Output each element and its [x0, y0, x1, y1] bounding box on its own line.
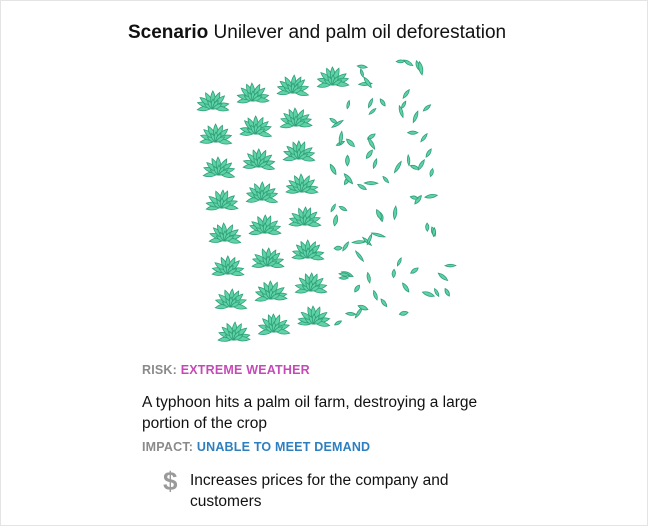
torn-leaves [376, 205, 398, 223]
palm-plant [285, 173, 319, 194]
palm-plant [279, 107, 313, 129]
torn-leaves [409, 193, 439, 205]
palm-plant [297, 305, 331, 327]
torn-leaves [421, 287, 450, 298]
torn-leaves [365, 133, 376, 159]
palm-plant [251, 247, 285, 269]
torn-leaves [330, 203, 348, 227]
palm-plant [248, 214, 282, 236]
torn-leaves [395, 59, 424, 76]
scenario-title-text: Unilever and palm oil deforestation [213, 22, 507, 43]
torn-leaves [356, 64, 373, 89]
risk-value: EXTREME WEATHER [180, 363, 310, 377]
palm-plant [196, 90, 230, 112]
palm-plantation-illustration [196, 59, 457, 342]
risk-description: A typhoon hits a palm oil farm, destroyi… [142, 394, 478, 432]
palm-plant [239, 115, 273, 138]
palm-plant [202, 156, 236, 178]
torn-leaves [333, 240, 367, 263]
torn-leaves [338, 271, 371, 293]
palm-plant [254, 280, 288, 302]
palm-plant [282, 140, 316, 162]
torn-leaves [329, 99, 351, 128]
impact-effect-text: Increases prices for the company and cus… [190, 472, 449, 510]
palm-plant [214, 288, 248, 310]
palm-plant [211, 255, 245, 277]
risk-label: RISK: EXTREME WEATHER [142, 363, 310, 377]
torn-leaves [368, 97, 386, 115]
palm-plant [242, 148, 276, 170]
torn-leaves [361, 232, 387, 247]
palm-plant [236, 82, 270, 104]
torn-leaves [410, 263, 457, 281]
palm-plant [245, 181, 279, 204]
palm-plant [217, 321, 251, 342]
impact-label: IMPACT: UNABLE TO MEET DEMAND [142, 440, 370, 454]
risk-key: RISK: [142, 363, 178, 377]
torn-leaves [329, 163, 367, 190]
torn-leaves [398, 89, 432, 119]
palm-plant [208, 222, 242, 244]
palm-plant [288, 206, 322, 227]
torn-leaves [406, 110, 428, 143]
torn-leaves [373, 289, 409, 316]
palm-plant [294, 272, 328, 294]
palm-plant [199, 123, 233, 145]
torn-leaves [425, 222, 436, 238]
palm-plant [205, 189, 239, 211]
torn-leaves [335, 130, 355, 167]
dollar-icon: $ [163, 466, 178, 496]
palm-plant [316, 66, 350, 88]
impact-key: IMPACT: [142, 440, 194, 454]
palm-plant [257, 313, 291, 335]
torn-leaves [333, 304, 369, 326]
impact-value: UNABLE TO MEET DEMAND [196, 440, 371, 454]
torn-leaves [406, 148, 434, 178]
torn-leaves [391, 257, 410, 293]
scenario-title: Scenario Unilever and palm oil deforesta… [128, 21, 506, 45]
palm-plant [276, 74, 310, 97]
torn-leaves [363, 158, 402, 186]
palm-plant [291, 239, 325, 261]
scenario-title-lead: Scenario [128, 22, 209, 43]
